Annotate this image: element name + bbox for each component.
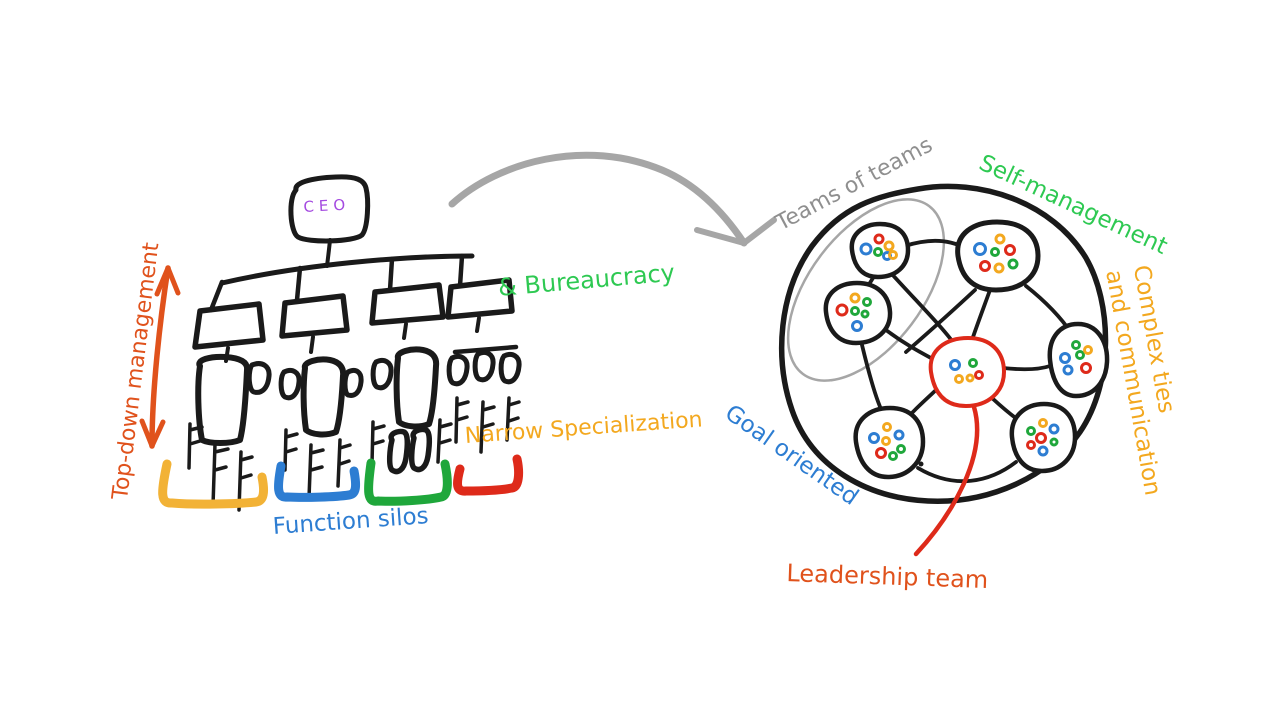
ceo-box (288, 174, 371, 244)
leadership-pointer-line (913, 404, 980, 557)
network-outer-circle (778, 183, 1109, 504)
team-circle-3 (955, 219, 1041, 293)
team-circle-6 (853, 405, 926, 480)
silo-bracket-yellow (158, 459, 269, 509)
silo-3-people (370, 346, 453, 475)
team-circle-1 (849, 221, 911, 280)
top-down-arrow-icon (139, 265, 181, 449)
manager-boxes (192, 277, 515, 350)
silo-bracket-green (364, 458, 452, 506)
network-drawing (778, 183, 1110, 557)
team-circle-4 (1047, 321, 1110, 399)
transition-arrow-icon (448, 151, 777, 247)
team-circle-7 (1009, 401, 1078, 474)
leadership-team-circle (928, 336, 1006, 408)
silo-2-people (278, 356, 364, 500)
team-circle-2 (823, 280, 893, 346)
ceo-label: CEO (303, 195, 351, 216)
silo-bracket-blue (274, 461, 361, 502)
silo-4-people (446, 344, 522, 454)
silo-1-people (187, 353, 272, 512)
org-chart-drawing (158, 174, 524, 512)
teams-of-teams-ellipse (786, 198, 946, 382)
stray-ink-dot (918, 461, 924, 467)
silo-brackets (158, 454, 524, 509)
silo-bracket-red (453, 454, 524, 496)
